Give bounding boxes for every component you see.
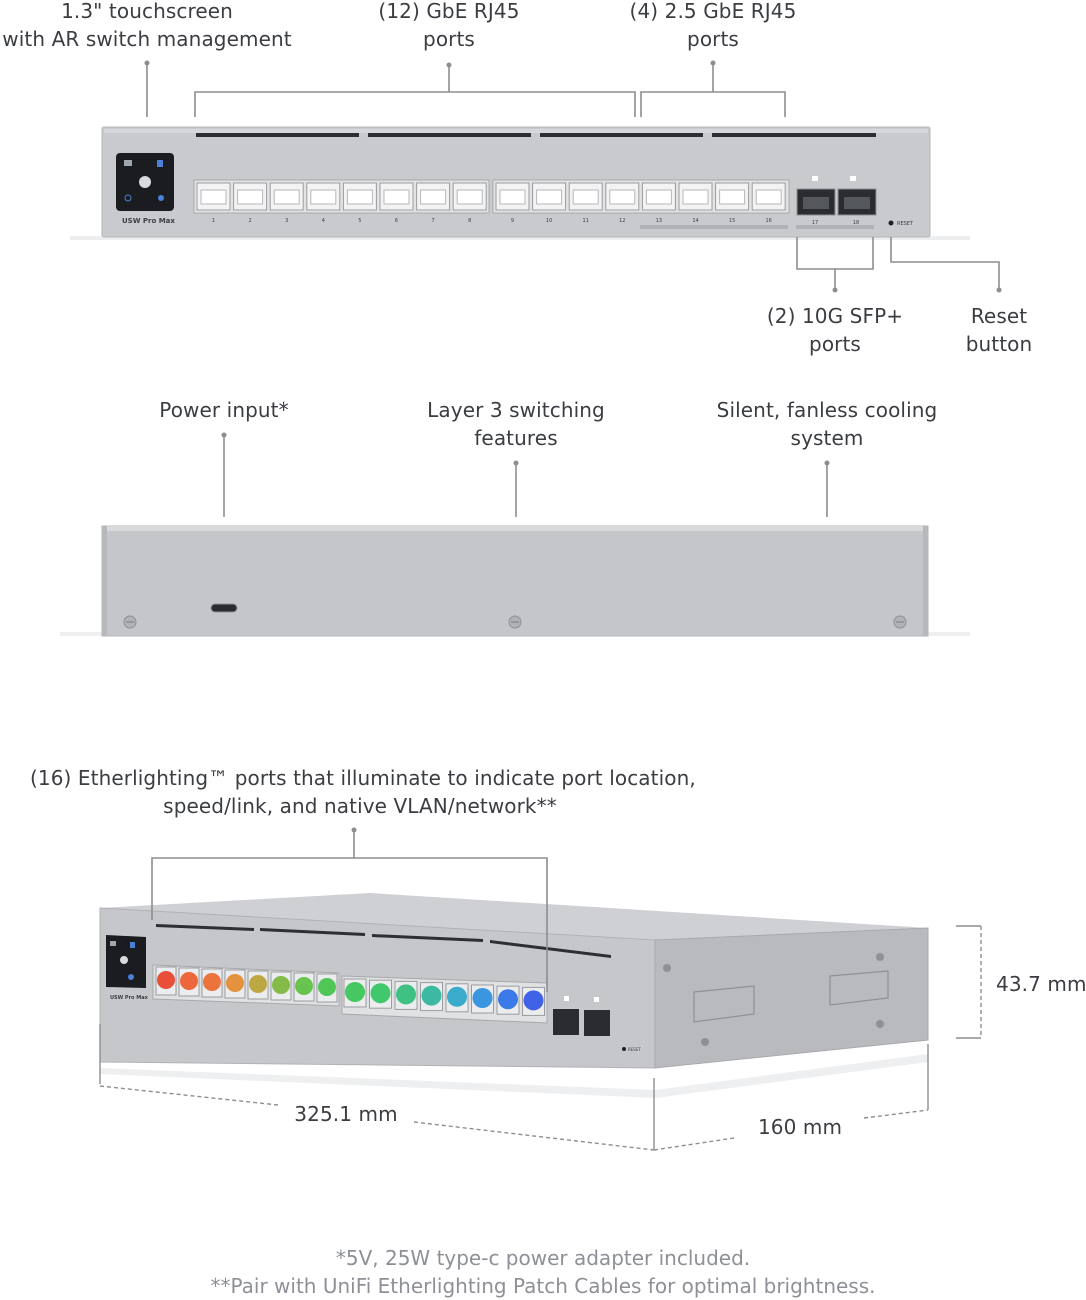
rj45-port-number: 3: [285, 218, 288, 224]
reset-label-iso: RESET: [628, 1047, 641, 1052]
sfp-port-number-17: 17: [812, 220, 818, 226]
rj45-port-number: 2: [249, 218, 252, 224]
footnote-power: *5V, 25W type-c power adapter included.: [335, 1246, 751, 1270]
etherlighting-led-glow: [272, 976, 290, 994]
rj45-port-number: 15: [729, 218, 735, 224]
screw-icon: [893, 615, 907, 629]
rj45-port-array: [196, 182, 786, 211]
power-input-callout: Power input*: [159, 398, 289, 422]
rj45-port-number: 6: [395, 218, 398, 224]
touchscreen-display: [116, 153, 174, 211]
rj45-port-number: 7: [432, 218, 435, 224]
sfp-ports-callout: (2) 10G SFP+ ports: [766, 304, 904, 356]
rj45-port-opening: [609, 189, 636, 205]
height-dimension: 43.7 mm: [996, 972, 1086, 996]
etherlighting-led-glow: [203, 973, 221, 991]
switch-iso-side: [654, 927, 929, 1069]
rj45-port-opening: [200, 189, 227, 205]
rj45-port-opening: [346, 189, 373, 205]
etherlighting-led-glow: [318, 978, 336, 996]
touchscreen-display-iso: [106, 935, 146, 988]
rj45-port-number: 8: [468, 218, 471, 224]
rj45-port-opening: [572, 189, 599, 205]
rj45-port-opening: [499, 189, 526, 205]
rj45-port-opening: [456, 189, 483, 205]
rj45-port-opening: [273, 189, 300, 205]
etherlighting-port-array: [155, 966, 545, 1016]
footnote-cables: **Pair with UniFi Etherlighting Patch Ca…: [210, 1274, 876, 1298]
etherlighting-led-glow: [295, 977, 313, 995]
rj45-port-number: 11: [583, 218, 589, 224]
rj45-port-opening: [536, 189, 563, 205]
rj45-port-number: 12: [619, 218, 625, 224]
isometric-view-diagram: USW Pro Max RESET: [99, 827, 982, 1151]
etherlighting-led-glow: [157, 971, 175, 989]
etherlighting-led-glow: [180, 972, 198, 990]
etherlighting-led-glow: [249, 975, 267, 993]
gbe25-ports-callout: (4) 2.5 GbE RJ45 ports: [629, 0, 797, 51]
sfp-port-number-18: 18: [853, 220, 859, 226]
rj45-port-opening: [755, 189, 782, 205]
gbe-ports-callout: (12) GbE RJ45 ports: [378, 0, 520, 51]
rj45-port-number: 9: [511, 218, 514, 224]
rj45-port-opening: [310, 189, 337, 205]
etherlighting-led-glow: [523, 990, 544, 1011]
rj45-port-number: 13: [656, 218, 662, 224]
rj45-port-number: 16: [766, 218, 772, 224]
usb-c-power-port: [210, 603, 238, 613]
etherlighting-led-glow: [226, 974, 244, 992]
cooling-callout: Silent, fanless cooling system: [716, 398, 938, 450]
rj45-port-number: 1: [212, 218, 215, 224]
reset-button-callout: Reset button: [965, 304, 1033, 356]
rj45-port-opening: [682, 189, 709, 205]
rj45-port-number: 4: [322, 218, 325, 224]
rj45-port-opening: [645, 189, 672, 205]
etherlighting-led-glow: [421, 985, 442, 1006]
reset-label: RESET: [897, 221, 914, 227]
rj45-port-opening: [420, 189, 447, 205]
screw-icon: [123, 615, 137, 629]
etherlighting-led-glow: [370, 983, 391, 1004]
etherlighting-callout: (16) Etherlighting™ ports that illuminat…: [30, 766, 696, 818]
etherlighting-led-glow: [472, 988, 493, 1008]
layer3-callout: Layer 3 switching features: [427, 398, 605, 450]
device-model-label: USW Pro Max: [122, 217, 175, 225]
rj45-port-opening: [383, 189, 410, 205]
width-dimension: 325.1 mm: [294, 1102, 398, 1126]
sfp-ports: [796, 176, 877, 216]
rear-view-diagram: [60, 432, 970, 637]
rj45-port-number: 14: [692, 218, 698, 224]
rj45-port-number: 10: [546, 218, 552, 224]
etherlighting-led-glow: [345, 982, 365, 1002]
etherlighting-led-glow: [498, 989, 518, 1010]
etherlighting-led-glow: [447, 986, 467, 1007]
etherlighting-led-glow: [396, 984, 416, 1005]
touchscreen-callout: 1.3" touchscreen with AR switch manageme…: [2, 0, 292, 51]
depth-dimension: 160 mm: [757, 1115, 843, 1139]
reset-button-iso[interactable]: [622, 1047, 626, 1051]
rj45-port-number: 5: [358, 218, 361, 224]
rj45-port-opening: [237, 189, 264, 205]
screw-icon: [508, 615, 522, 629]
rj45-port-opening: [719, 189, 746, 205]
reset-button[interactable]: [888, 220, 894, 226]
device-model-label-iso: USW Pro Max: [110, 995, 149, 1001]
